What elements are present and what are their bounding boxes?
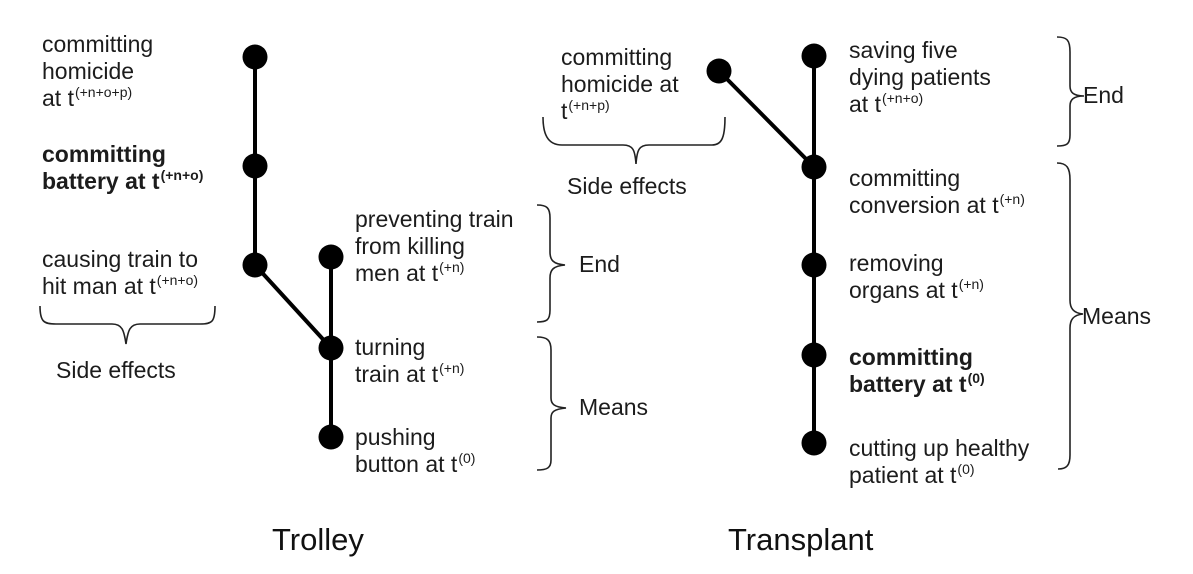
trolley-node-label-preventing: preventing train from killing men at t(+… [355,206,514,286]
trolley-node-pushing [318,424,344,450]
transplant-bracket-side-effects [542,116,726,165]
trolley-means-label: Means [579,394,649,420]
transplant-node-conversion [801,154,827,180]
transplant-end-label: End [1083,82,1124,108]
trolley-end-label: End [579,251,620,277]
trolley-title: Trolley [272,522,364,557]
trolley-node-label-hit-man: causing train to hit man at t(+n+o) [42,246,199,299]
transplant-bracket-means [1056,162,1084,470]
trolley-node-label-battery: committing battery at t(+n+o) [42,141,204,194]
transplant-bracket-end [1056,36,1085,147]
transplant-node-saving [801,43,827,69]
trolley-node-hit-man [242,252,268,278]
transplant-node-label-conversion: committing conversion at t(+n) [849,165,1025,218]
transplant-side-effects-label: Side effects [567,173,687,199]
trolley-node-preventing [318,244,344,270]
trolley-node-label-pushing: pushing button at t(0) [355,424,476,477]
transplant-node-label-removing: removing organs at t(+n) [849,250,984,303]
trolley-node-homicide [242,44,268,70]
transplant-node-homicide [706,58,732,84]
trolley-node-label-homicide: committing homicide at t(+n+o+p) [42,31,154,111]
trolley-node-battery [242,153,268,179]
transplant-node-label-cutting: cutting up healthy patient at t(0) [849,435,1030,488]
trolley-edge-hit-man-turning [253,263,333,350]
transplant-edge-homicide-conversion [717,69,816,169]
trolley-bracket-means [536,336,567,471]
trolley-side-effects-label: Side effects [56,357,176,383]
transplant-node-removing [801,252,827,278]
transplant-title: Transplant [728,522,874,557]
transplant-node-battery [801,342,827,368]
transplant-node-label-saving: saving five dying patients at t(+n+o) [849,37,991,117]
trolley-node-label-turning: turning train at t(+n) [355,334,465,387]
transplant-node-label-homicide: committing homicide at t(+n+p) [561,44,679,124]
transplant-means-label: Means [1082,303,1152,329]
trolley-bracket-end [536,204,566,323]
trolley-node-turning [318,335,344,361]
transplant-node-label-battery: committing battery at t(0) [849,344,985,397]
transplant-node-cutting [801,430,827,456]
trolley-bracket-side-effects [39,305,216,345]
